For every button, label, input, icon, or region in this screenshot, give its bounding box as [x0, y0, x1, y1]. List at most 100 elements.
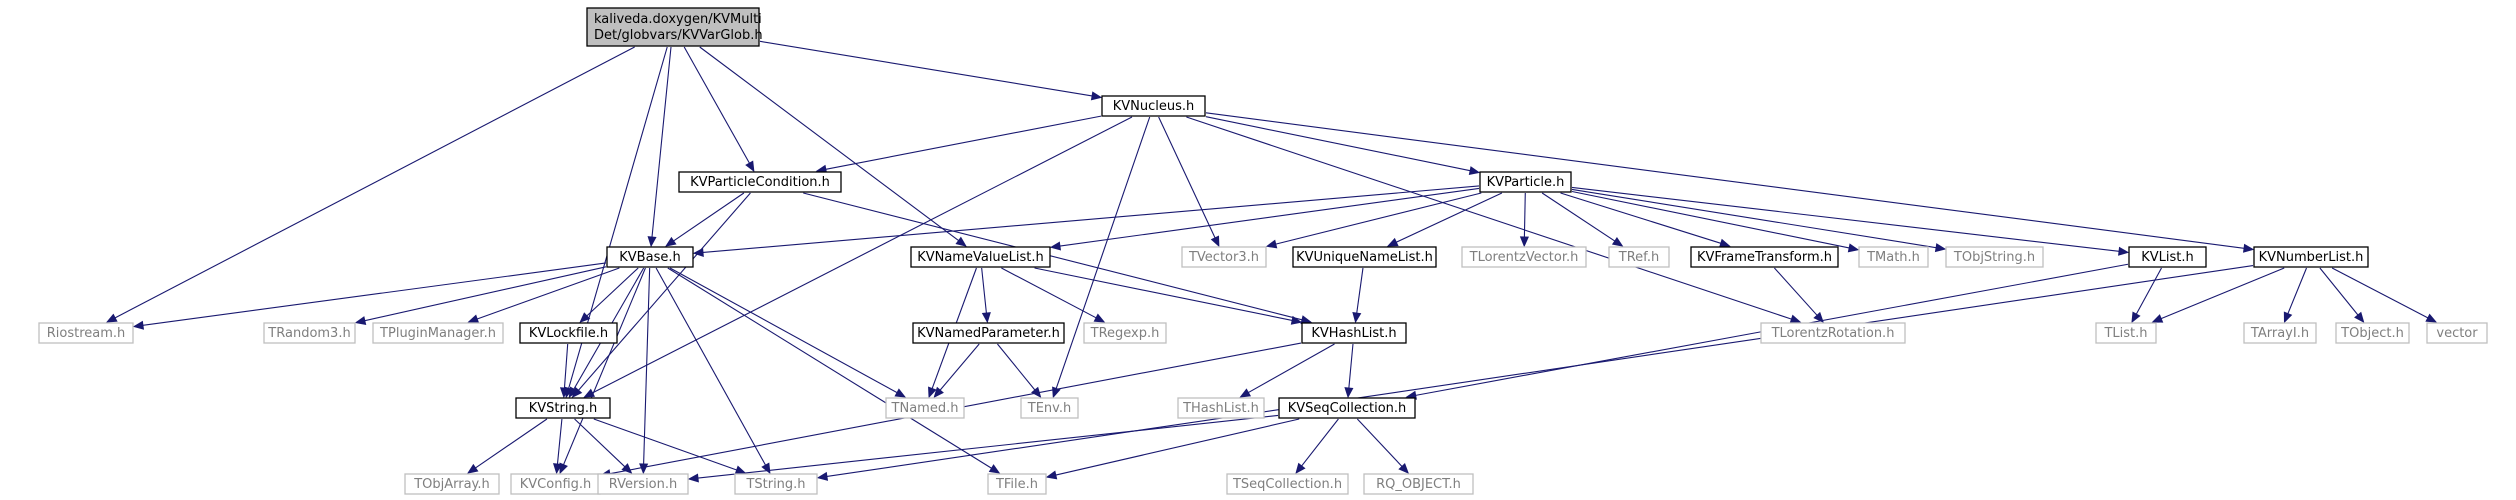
node-label: TSeqCollection.h	[1232, 477, 1342, 492]
node-thashlist[interactable]: THashList.h	[1177, 397, 1265, 419]
node-tvector3[interactable]: TVector3.h	[1181, 246, 1267, 268]
node-tlorentzvector[interactable]: TLorentzVector.h	[1461, 246, 1587, 268]
edge-line	[2319, 267, 2359, 316]
node-kvstring[interactable]: KVString.h	[515, 397, 611, 419]
node-label: TNamed.h	[891, 401, 959, 416]
edge-kvnumberlist-to-tarrayi	[2283, 267, 2308, 324]
node-riostream[interactable]: Riostream.h	[38, 322, 134, 344]
node-tpluginmanager[interactable]: TPluginManager.h	[372, 322, 504, 344]
node-tseqcollection[interactable]: TSeqCollection.h	[1226, 473, 1349, 495]
node-label: KVSeqCollection.h	[1288, 401, 1407, 416]
node-box	[987, 473, 1047, 495]
node-box	[38, 322, 134, 344]
edge-line	[1301, 418, 1339, 467]
edge-arrowhead	[933, 386, 944, 398]
node-box	[1020, 397, 1079, 419]
edge-line	[1571, 186, 2120, 252]
edge-line	[673, 192, 745, 242]
edge-line	[683, 46, 750, 164]
edge-line	[699, 46, 959, 242]
edge-root-to-kvnamevaluelist	[699, 46, 967, 247]
edge-arrowhead	[2242, 243, 2255, 253]
node-kvnucleus[interactable]: KVNucleus.h	[1101, 95, 1206, 117]
node-label: TLorentzVector.h	[1469, 250, 1579, 265]
edge-arrowhead	[1239, 388, 1252, 398]
node-label: RQ_OBJECT.h	[1376, 477, 1461, 492]
node-kvparticle[interactable]: KVParticle.h	[1479, 171, 1572, 193]
edge-arrowhead	[568, 386, 579, 399]
node-box	[1278, 397, 1416, 419]
edge-line	[1396, 192, 1503, 243]
node-tobjstring[interactable]: TObjString.h	[1945, 246, 2044, 268]
edge-arrowhead	[928, 386, 937, 399]
edge-kvnucleus-to-tvector3	[1158, 116, 1220, 248]
node-tobject[interactable]: TObject.h	[2335, 322, 2410, 344]
node-kvbase[interactable]: KVBase.h	[606, 246, 694, 268]
node-kvhashlist[interactable]: KVHashList.h	[1301, 322, 1407, 344]
edge-arrowhead	[2118, 246, 2130, 256]
node-label: KVParticle.h	[1487, 175, 1565, 190]
node-box	[263, 322, 356, 344]
node-rq_object[interactable]: RQ_OBJECT.h	[1363, 473, 1474, 495]
node-tenv[interactable]: TEnv.h	[1020, 397, 1079, 419]
edge-line	[364, 266, 607, 322]
node-box	[885, 397, 965, 419]
node-tlorentzrotation[interactable]: TLorentzRotation.h	[1760, 322, 1906, 344]
node-kvnumberlist[interactable]: KVNumberList.h	[2253, 246, 2369, 268]
edge-arrowhead	[105, 313, 118, 323]
node-box	[1690, 246, 1839, 268]
edge-kvuniquenamelist-to-kvhashlist	[1352, 267, 1364, 324]
edge-arrowhead	[1386, 237, 1399, 247]
node-kvlockfile[interactable]: KVLockfile.h	[519, 322, 618, 344]
node-tregexp[interactable]: TRegexp.h	[1083, 322, 1167, 344]
edge-kvparticlecondition-to-kvstring	[571, 192, 751, 398]
edge-line	[1275, 192, 1482, 245]
node-tmath[interactable]: TMath.h	[1858, 246, 1929, 268]
edge-arrowhead	[552, 463, 563, 475]
edge-kvparticle-to-kvbase	[692, 185, 1480, 257]
node-kvframetransform[interactable]: KVFrameTransform.h	[1690, 246, 1839, 268]
node-kvuniquenamelist[interactable]: KVUniqueNameList.h	[1292, 246, 1437, 268]
edge-line	[651, 46, 672, 238]
edge-line	[563, 267, 646, 465]
edge-line	[1541, 192, 1616, 242]
node-tnamed[interactable]: TNamed.h	[885, 397, 965, 419]
edge-line	[643, 267, 651, 465]
node-layer: kaliveda.doxygen/KVMultiDet/globvars/KVV…	[38, 7, 2488, 495]
node-kvconfig[interactable]: KVConfig.h	[510, 473, 601, 495]
node-vector[interactable]: vector	[2426, 322, 2488, 344]
edge-kvframetransform-to-tlorentzrotation	[1774, 267, 1824, 323]
edge-arrowhead	[1290, 315, 1303, 325]
edge-line	[1248, 343, 1335, 394]
node-trandom3[interactable]: TRandom3.h	[263, 322, 356, 344]
node-tref[interactable]: TRef.h	[1608, 246, 1670, 268]
edge-line	[1523, 192, 1526, 238]
edge-arrowhead	[734, 465, 747, 475]
node-kvnamevaluelist[interactable]: KVNameValueList.h	[910, 246, 1051, 268]
edge-arrowhead	[2131, 311, 2141, 324]
node-label: KVLockfile.h	[529, 326, 608, 341]
edge-kvnamedparameter-to-tenv	[997, 343, 1042, 398]
edge-line	[1158, 116, 1216, 239]
edge-arrowhead	[1210, 235, 1220, 248]
node-tfile[interactable]: TFile.h	[987, 473, 1047, 495]
node-box	[912, 322, 1065, 344]
edge-layer	[105, 40, 2438, 483]
node-kvlist[interactable]: KVList.h	[2128, 246, 2207, 268]
node-kvseqcollection[interactable]: KVSeqCollection.h	[1278, 397, 1416, 419]
edge-line	[803, 192, 1303, 321]
node-tobjarray[interactable]: TObjArray.h	[404, 473, 500, 495]
edge-line	[475, 418, 548, 469]
node-kvparticlecondition[interactable]: KVParticleCondition.h	[678, 171, 842, 193]
edge-arrowhead	[132, 320, 145, 330]
node-label: TArrayI.h	[2250, 326, 2309, 341]
node-box	[1760, 322, 1906, 344]
node-kvnamedparameter[interactable]: KVNamedParameter.h	[912, 322, 1065, 344]
edge-arrowhead	[559, 462, 568, 475]
node-tlist[interactable]: TList.h	[2095, 322, 2157, 344]
node-rversion[interactable]: RVersion.h	[597, 473, 689, 495]
edge-arrowhead	[647, 236, 657, 248]
node-tstring[interactable]: TString.h	[734, 473, 818, 495]
node-tarrayi[interactable]: TArrayI.h	[2243, 322, 2317, 344]
